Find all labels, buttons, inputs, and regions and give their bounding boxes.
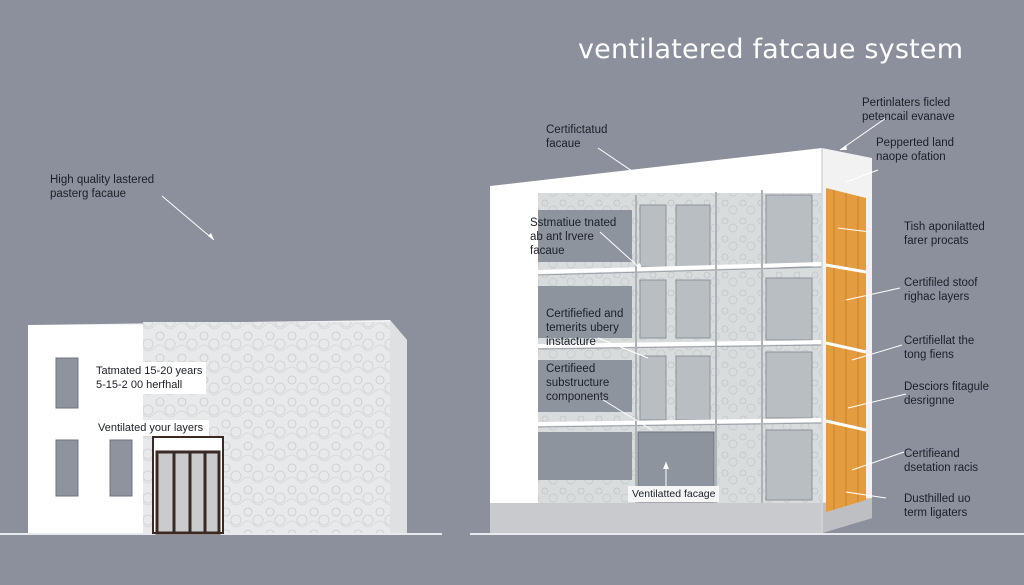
right-label-4: Certifiled stoof righac layers xyxy=(904,277,978,303)
building-label-panel-2: Certifiefied and temerits ubery instactu… xyxy=(546,308,624,348)
building-label-panel-3: Certifieed substructure components xyxy=(546,363,610,403)
right-label-3: Tish aponilatted farer procats xyxy=(904,221,985,247)
right-label-1: Pertinlaters ficled petencail evanave xyxy=(862,97,955,123)
building-label-top: Certifictatud facaue xyxy=(546,124,608,150)
left-building xyxy=(28,320,407,535)
right-label-7: Certifieand dsetation racis xyxy=(904,448,979,474)
right-label-6: Desciors fitagule desrignne xyxy=(904,381,990,407)
left-window-note: Tatmated 15-20 years 5-15-2 00 herfhall xyxy=(92,362,207,394)
page-title: ventilatered fatcaue system xyxy=(578,34,964,65)
right-label-8: Dusthilled uo term ligaters xyxy=(904,493,971,519)
left-layers-note: Ventilated your layers xyxy=(92,420,210,436)
building-label-panel-1: Sstmatiue tnated ab ant lrvere facaue xyxy=(530,217,617,257)
left-top-note: High quality lastered pasterg facaue xyxy=(50,174,155,200)
right-label-2: Pepperted land naope ofation xyxy=(876,137,955,163)
right-building xyxy=(490,148,872,533)
right-ground-line xyxy=(470,533,1024,535)
right-label-5: Certifiellat the tong fiens xyxy=(904,335,975,361)
building-label-bottom: Ventilatted facage xyxy=(628,486,720,502)
